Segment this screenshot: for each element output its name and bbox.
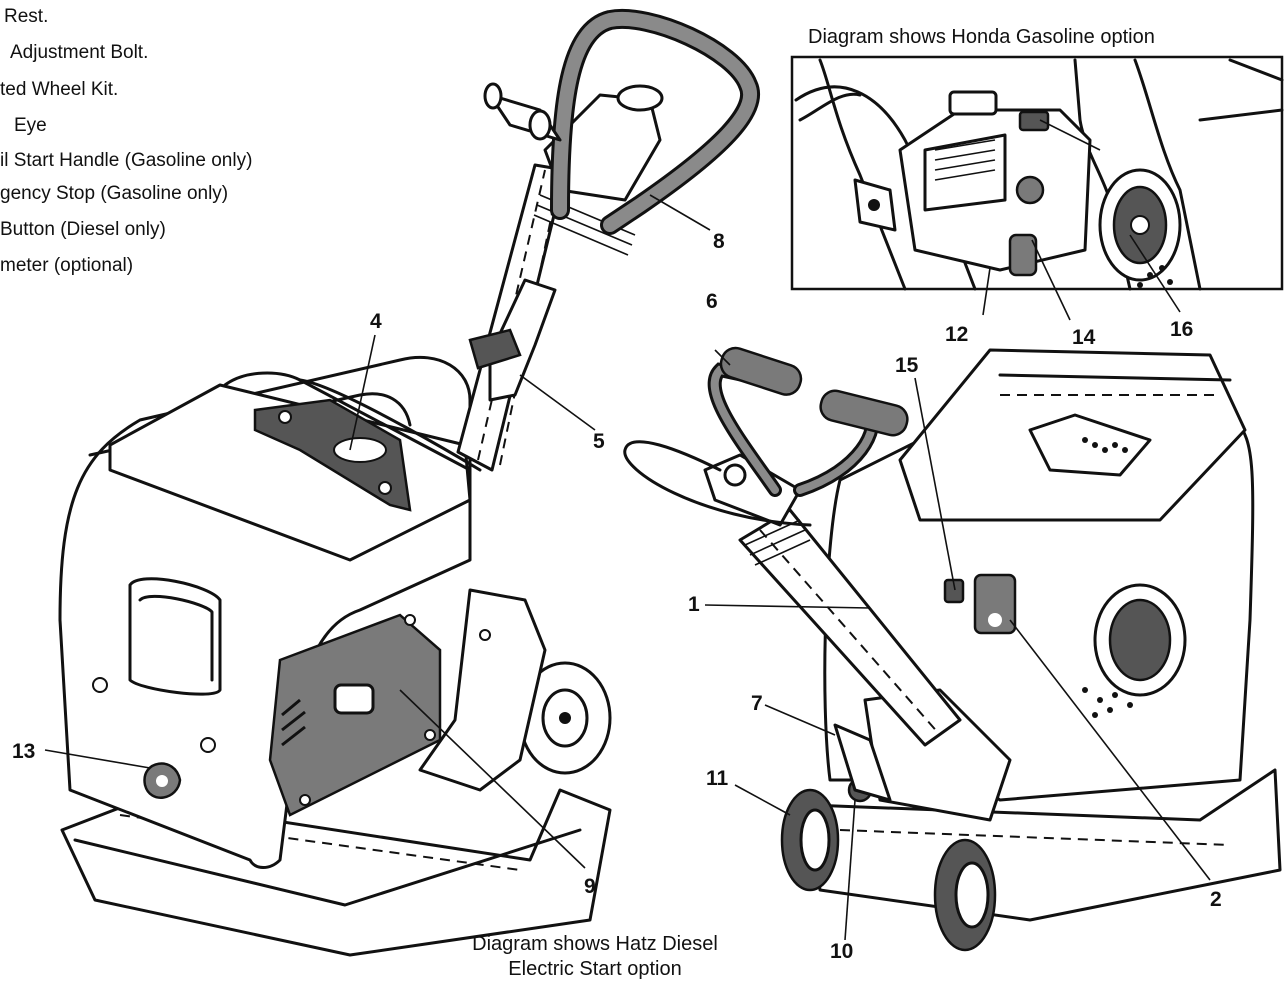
legend-item-eye: Eye xyxy=(14,115,47,136)
inset-honda-engine-view xyxy=(790,55,1284,321)
legend-item-start-button: Button (Diesel only) xyxy=(0,219,166,240)
callout-7: 8 xyxy=(713,230,725,253)
callout-14: 14 xyxy=(1072,326,1096,349)
callout-10: 10 xyxy=(830,940,854,963)
callout-9: 7 xyxy=(751,692,763,715)
callout-12: 13 xyxy=(12,740,36,763)
callout-8: 9 xyxy=(584,875,596,898)
callout-15: 15 xyxy=(895,354,919,377)
callout-6: 6 xyxy=(706,290,718,313)
callout-1: 1 xyxy=(688,593,700,616)
legend-item-adjustment-bolt: Adjustment Bolt. xyxy=(10,42,149,63)
legend-item-rest: Rest. xyxy=(4,6,49,27)
callout-4: 4 xyxy=(370,310,382,333)
callout-2: 2 xyxy=(1210,888,1222,911)
callout-13: 12 xyxy=(945,323,969,346)
inset-caption: Diagram shows Honda Gasoline option xyxy=(808,26,1155,48)
legend-item-meter: meter (optional) xyxy=(0,255,134,276)
legend-item-wheel-kit: ted Wheel Kit. xyxy=(0,79,119,100)
legend-item-start-handle: il Start Handle (Gasoline only) xyxy=(0,150,253,171)
callout-11: 11 xyxy=(706,767,729,790)
callout-5: 5 xyxy=(593,430,605,453)
legend-item-emergency-stop: gency Stop (Gasoline only) xyxy=(0,183,229,204)
left-compactor-view xyxy=(44,8,760,957)
main-caption-line1: Diagram shows Hatz Diesel xyxy=(472,933,718,955)
callout-16: 16 xyxy=(1170,318,1194,341)
right-compactor-view xyxy=(623,346,1282,952)
main-caption-line2: Electric Start option xyxy=(508,958,682,980)
